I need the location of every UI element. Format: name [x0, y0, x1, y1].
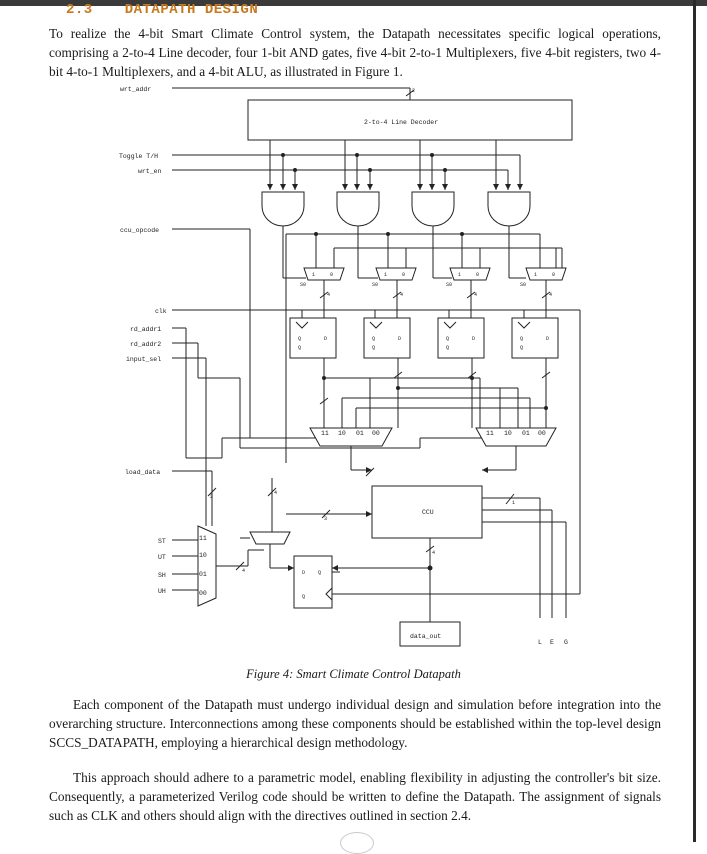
and-gate-3	[411, 191, 455, 227]
label-load-data: load_data	[125, 469, 160, 476]
reg1-d: D	[324, 336, 327, 342]
label-toggle: Toggle T/H	[119, 153, 158, 160]
rmux2-sel-01: 01	[522, 430, 530, 437]
read-mux-1	[309, 427, 393, 447]
reg3-qbar: Q	[446, 345, 449, 351]
mux2-4	[525, 267, 567, 281]
output-l: L	[538, 639, 542, 646]
width-input-mux: 4	[242, 568, 245, 574]
data-out-box	[399, 621, 461, 647]
input-st: ST	[158, 538, 166, 545]
reg3-d: D	[472, 336, 475, 342]
width-alu-loop: 4	[274, 490, 277, 496]
and-gate-1	[261, 191, 305, 227]
right-border	[693, 0, 696, 842]
reg4-d: D	[546, 336, 549, 342]
design-paragraph: Each component of the Datapath must unde…	[49, 697, 661, 750]
top-border	[0, 0, 707, 6]
section-number: 2.3	[66, 2, 93, 18]
label-wrt-en: wrt_en	[138, 168, 162, 175]
label-wrt-addr: wrt_addr	[120, 86, 151, 93]
intro-paragraph: To realize the 4-bit Smart Climate Contr…	[49, 26, 661, 79]
register-1	[289, 317, 337, 359]
mux2-1-sel0: 0	[330, 272, 333, 278]
section-title: DATAPATH DESIGN	[124, 2, 259, 18]
mux2-2-sel0: 0	[402, 272, 405, 278]
section-heading: 2.3 DATAPATH DESIGN	[66, 2, 258, 18]
mux2-3-sel0: 0	[476, 272, 479, 278]
reg2-q: Q	[372, 336, 375, 342]
mux2-3-sel1: 1	[458, 272, 461, 278]
reg1-qbar: Q	[298, 345, 301, 351]
read-mux-2	[475, 427, 557, 447]
reg3-q: Q	[446, 336, 449, 342]
input-sel-11: 11	[199, 535, 207, 542]
output-mux	[249, 531, 291, 545]
reg4-qbar: Q	[520, 345, 523, 351]
rmux2-sel-10: 10	[504, 430, 512, 437]
seal-watermark	[340, 832, 374, 854]
outreg-q: Q	[318, 570, 321, 576]
input-sh: SH	[158, 572, 166, 579]
rmux2-sel-11: 11	[486, 430, 494, 437]
register-3	[437, 317, 485, 359]
outreg-d: D	[302, 570, 305, 576]
mux2-1-sel1: 1	[312, 272, 315, 278]
mux2-4-sel0: 0	[552, 272, 555, 278]
output-register	[293, 555, 333, 609]
and-gate-2	[336, 191, 380, 227]
datapath-figure: wrt_addr Toggle T/H wrt_en ccu_opcode cl…	[119, 86, 581, 647]
decoder-label: 2-to-4 Line Decoder	[364, 119, 438, 126]
rmux1-sel-01: 01	[356, 430, 364, 437]
register-4	[511, 317, 559, 359]
mux2-3-s0: S0	[446, 282, 452, 288]
data-out-label: data_out	[410, 633, 441, 640]
width-opcode: 3	[324, 516, 327, 522]
mux2-2	[375, 267, 417, 281]
output-g: G	[564, 639, 568, 646]
register-2	[363, 317, 411, 359]
width-mux3: 4	[474, 292, 477, 298]
rmux1-sel-00: 00	[372, 430, 380, 437]
mux2-2-sel1: 1	[384, 272, 387, 278]
reg2-qbar: Q	[372, 345, 375, 351]
input-ut: UT	[158, 554, 166, 561]
input-sel-00: 00	[199, 590, 207, 597]
label-rd-addr1: rd_addr1	[130, 326, 161, 333]
ccu-label: CCU	[422, 509, 434, 516]
width-load: 2	[210, 494, 213, 500]
output-e: E	[550, 639, 554, 646]
mux2-2-s0: S0	[372, 282, 378, 288]
input-sel-10: 10	[199, 552, 207, 559]
label-rd-addr2: rd_addr2	[130, 341, 161, 348]
mux2-1	[303, 267, 345, 281]
width-flags: 1	[512, 500, 515, 506]
width-mux1: 4	[327, 292, 330, 298]
figure-caption: Figure 4: Smart Climate Control Datapath	[246, 667, 461, 681]
width-alu-out: 4	[432, 550, 435, 556]
rmux1-sel-10: 10	[338, 430, 346, 437]
label-input-sel: input_sel	[126, 356, 161, 363]
width-wrt-addr: 2	[412, 88, 415, 94]
input-mux	[197, 525, 217, 607]
ccu-block	[371, 485, 483, 539]
parametric-paragraph: This approach should adhere to a paramet…	[49, 770, 661, 823]
mux2-1-s0: S0	[300, 282, 306, 288]
reg1-q: Q	[298, 336, 301, 342]
mux2-4-sel1: 1	[534, 272, 537, 278]
rmux1-sel-11: 11	[321, 430, 329, 437]
width-mux2: 4	[400, 292, 403, 298]
reg2-d: D	[398, 336, 401, 342]
input-uh: UH	[158, 588, 166, 595]
and-gate-4	[487, 191, 531, 227]
mux2-4-s0: S0	[520, 282, 526, 288]
label-ccu-opcode: ccu_opcode	[120, 227, 159, 234]
outreg-qbar: Q	[302, 594, 305, 600]
width-mux4: 4	[549, 292, 552, 298]
label-clk: clk	[155, 308, 167, 315]
reg4-q: Q	[520, 336, 523, 342]
input-sel-01: 01	[199, 571, 207, 578]
rmux2-sel-00: 00	[538, 430, 546, 437]
mux2-3	[449, 267, 491, 281]
